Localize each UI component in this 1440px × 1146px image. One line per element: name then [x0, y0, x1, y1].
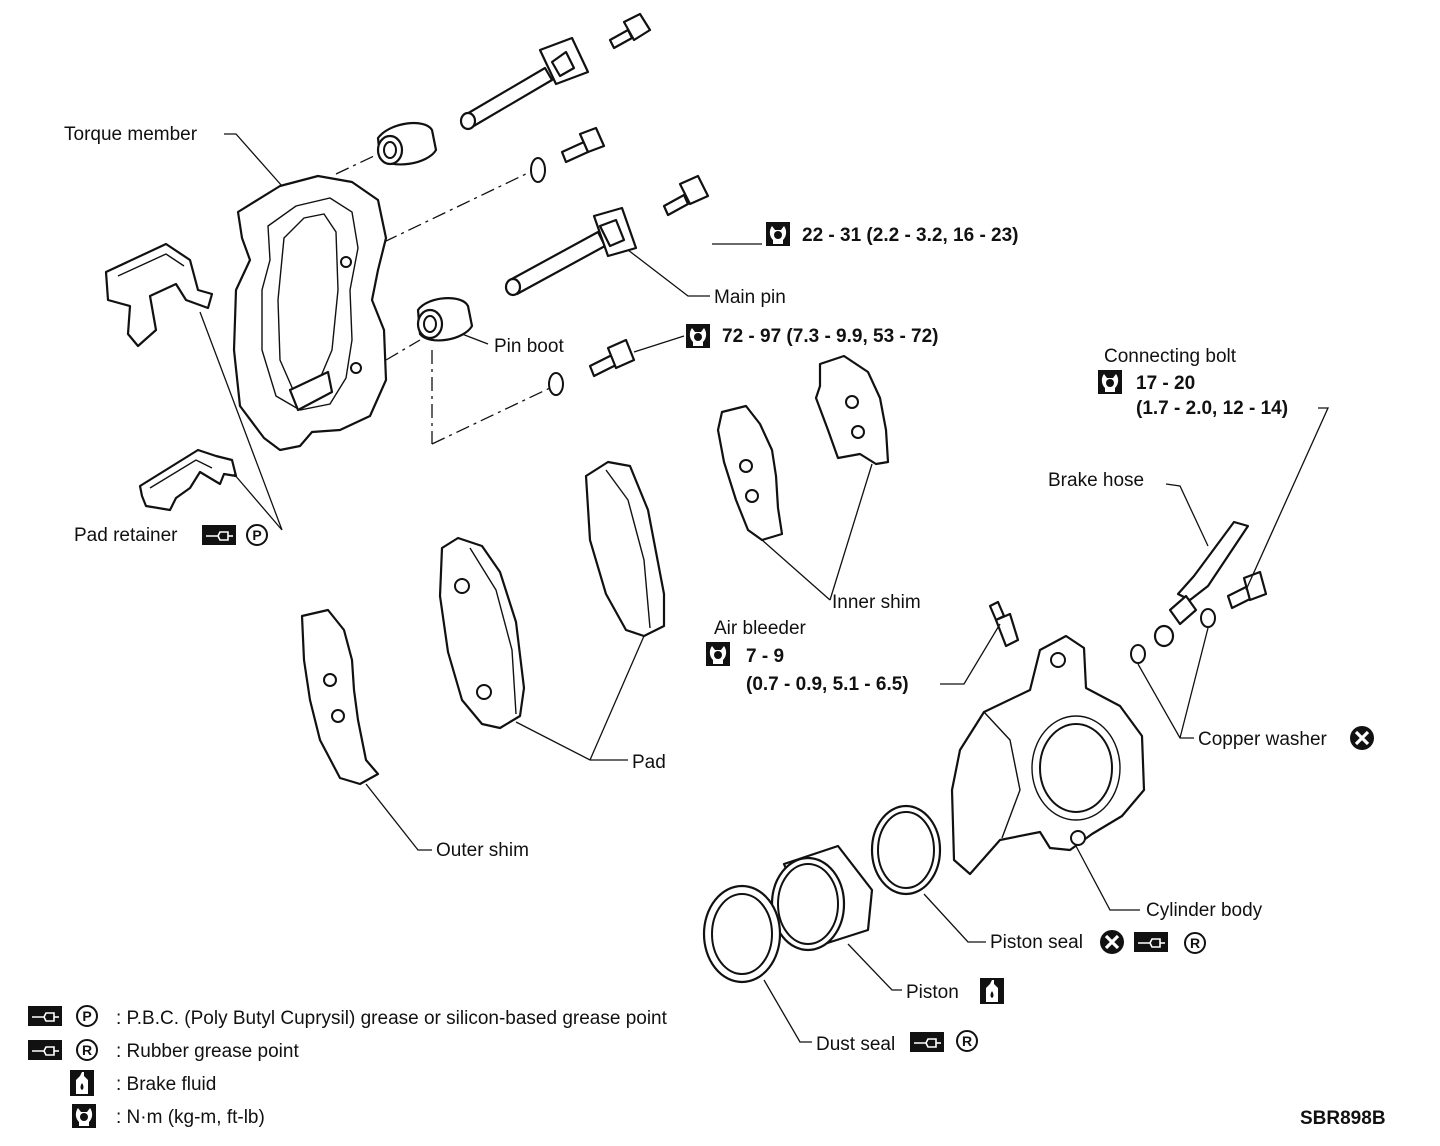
brake-fluid-icon	[70, 1070, 94, 1096]
pad-retainer-upper	[104, 242, 214, 348]
main-pin	[504, 206, 638, 297]
grease-gun-icon	[27, 1005, 63, 1027]
main-pin-bolt	[662, 174, 710, 217]
cylinder-body	[950, 634, 1146, 876]
pad-retainer-lower	[138, 448, 238, 512]
leader-lines	[199, 133, 1330, 1043]
main-pin-label: Main pin	[714, 287, 786, 308]
pad-rear	[584, 460, 666, 638]
air-bleeder-label: Air bleeder	[714, 618, 807, 639]
lower-lock-washer	[548, 372, 564, 396]
upper-guide-pin	[459, 36, 590, 131]
pbc-grease-icon	[76, 1005, 98, 1027]
piston-label: Piston	[906, 982, 959, 1003]
replace-x-icon	[1348, 724, 1376, 752]
inner-shim-lower	[716, 404, 784, 542]
grease-gun-icon	[201, 524, 237, 546]
piston-seal	[870, 804, 942, 896]
pad-retainer-label: Pad retainer	[74, 525, 178, 546]
connecting-bolt-torque-2: (1.7 - 2.0, 12 - 14)	[1136, 398, 1288, 419]
dust-seal	[702, 884, 782, 984]
outer-shim-label: Outer shim	[436, 840, 529, 861]
upper-small-bolt	[560, 126, 606, 164]
air-bleeder	[988, 600, 1020, 648]
connecting-bolt	[1226, 570, 1268, 610]
inner-shim-upper	[814, 354, 890, 466]
wrench-icon	[766, 222, 790, 246]
copper-washer-a	[1200, 608, 1216, 628]
pad-front	[438, 536, 526, 730]
brake-hose-label: Brake hose	[1048, 470, 1144, 491]
connecting-bolt-label: Connecting bolt	[1104, 346, 1237, 367]
lower-small-bolt	[588, 338, 636, 378]
copper-washer-b	[1130, 644, 1146, 664]
legend-pbc-text: : P.B.C. (Poly Butyl Cuprysil) grease or…	[116, 1008, 668, 1029]
air-bleeder-torque-2: (0.7 - 0.9, 5.1 - 6.5)	[746, 674, 909, 695]
air-bleeder-torque-1: 7 - 9	[746, 646, 784, 667]
pad-label: Pad	[632, 752, 666, 773]
grease-gun-icon	[1133, 931, 1169, 953]
piston-seal-label: Piston seal	[990, 932, 1083, 953]
brake-hose	[1153, 520, 1250, 648]
copper-washer-label: Copper washer	[1198, 729, 1328, 750]
assembly-lines	[335, 155, 551, 445]
brake-fluid-icon	[980, 978, 1004, 1004]
cylinder-body-label: Cylinder body	[1146, 900, 1263, 921]
legend: : P.B.C. (Poly Butyl Cuprysil) grease or…	[27, 1005, 668, 1128]
legend-torque-text: : N·m (kg-m, ft-lb)	[116, 1107, 265, 1128]
inner-shim-label: Inner shim	[832, 592, 921, 613]
grease-gun-icon	[27, 1039, 63, 1061]
wrench-icon	[686, 324, 710, 348]
outer-shim	[300, 608, 380, 786]
grease-gun-icon	[909, 1031, 945, 1053]
torque-member-label: Torque member	[64, 124, 198, 145]
replace-x-icon	[1098, 928, 1126, 956]
figure-code: SBR898B	[1300, 1108, 1386, 1129]
wrench-icon	[1098, 370, 1122, 394]
connecting-bolt-torque-1: 17 - 20	[1136, 373, 1195, 394]
pin-boot-label: Pin boot	[494, 336, 564, 357]
upper-pin-boot	[376, 122, 438, 166]
pin-boot	[416, 297, 474, 342]
rubber-grease-icon	[956, 1030, 978, 1052]
rubber-grease-icon	[76, 1039, 98, 1061]
piston	[770, 844, 874, 952]
legend-rubber-text: : Rubber grease point	[116, 1041, 299, 1062]
dust-seal-label: Dust seal	[816, 1034, 895, 1055]
wrench-icon	[706, 642, 730, 666]
rubber-grease-icon	[1184, 932, 1206, 954]
upper-lock-washer	[530, 157, 546, 183]
wrench-icon	[72, 1104, 96, 1128]
sub-pin-bolt-torque: 72 - 97 (7.3 - 9.9, 53 - 72)	[722, 326, 939, 347]
upper-pin-bolt	[608, 12, 652, 50]
pbc-grease-icon	[246, 524, 268, 546]
main-pin-bolt-torque: 22 - 31 (2.2 - 3.2, 16 - 23)	[802, 225, 1019, 246]
legend-fluid-text: : Brake fluid	[116, 1074, 216, 1095]
torque-member	[232, 174, 388, 452]
